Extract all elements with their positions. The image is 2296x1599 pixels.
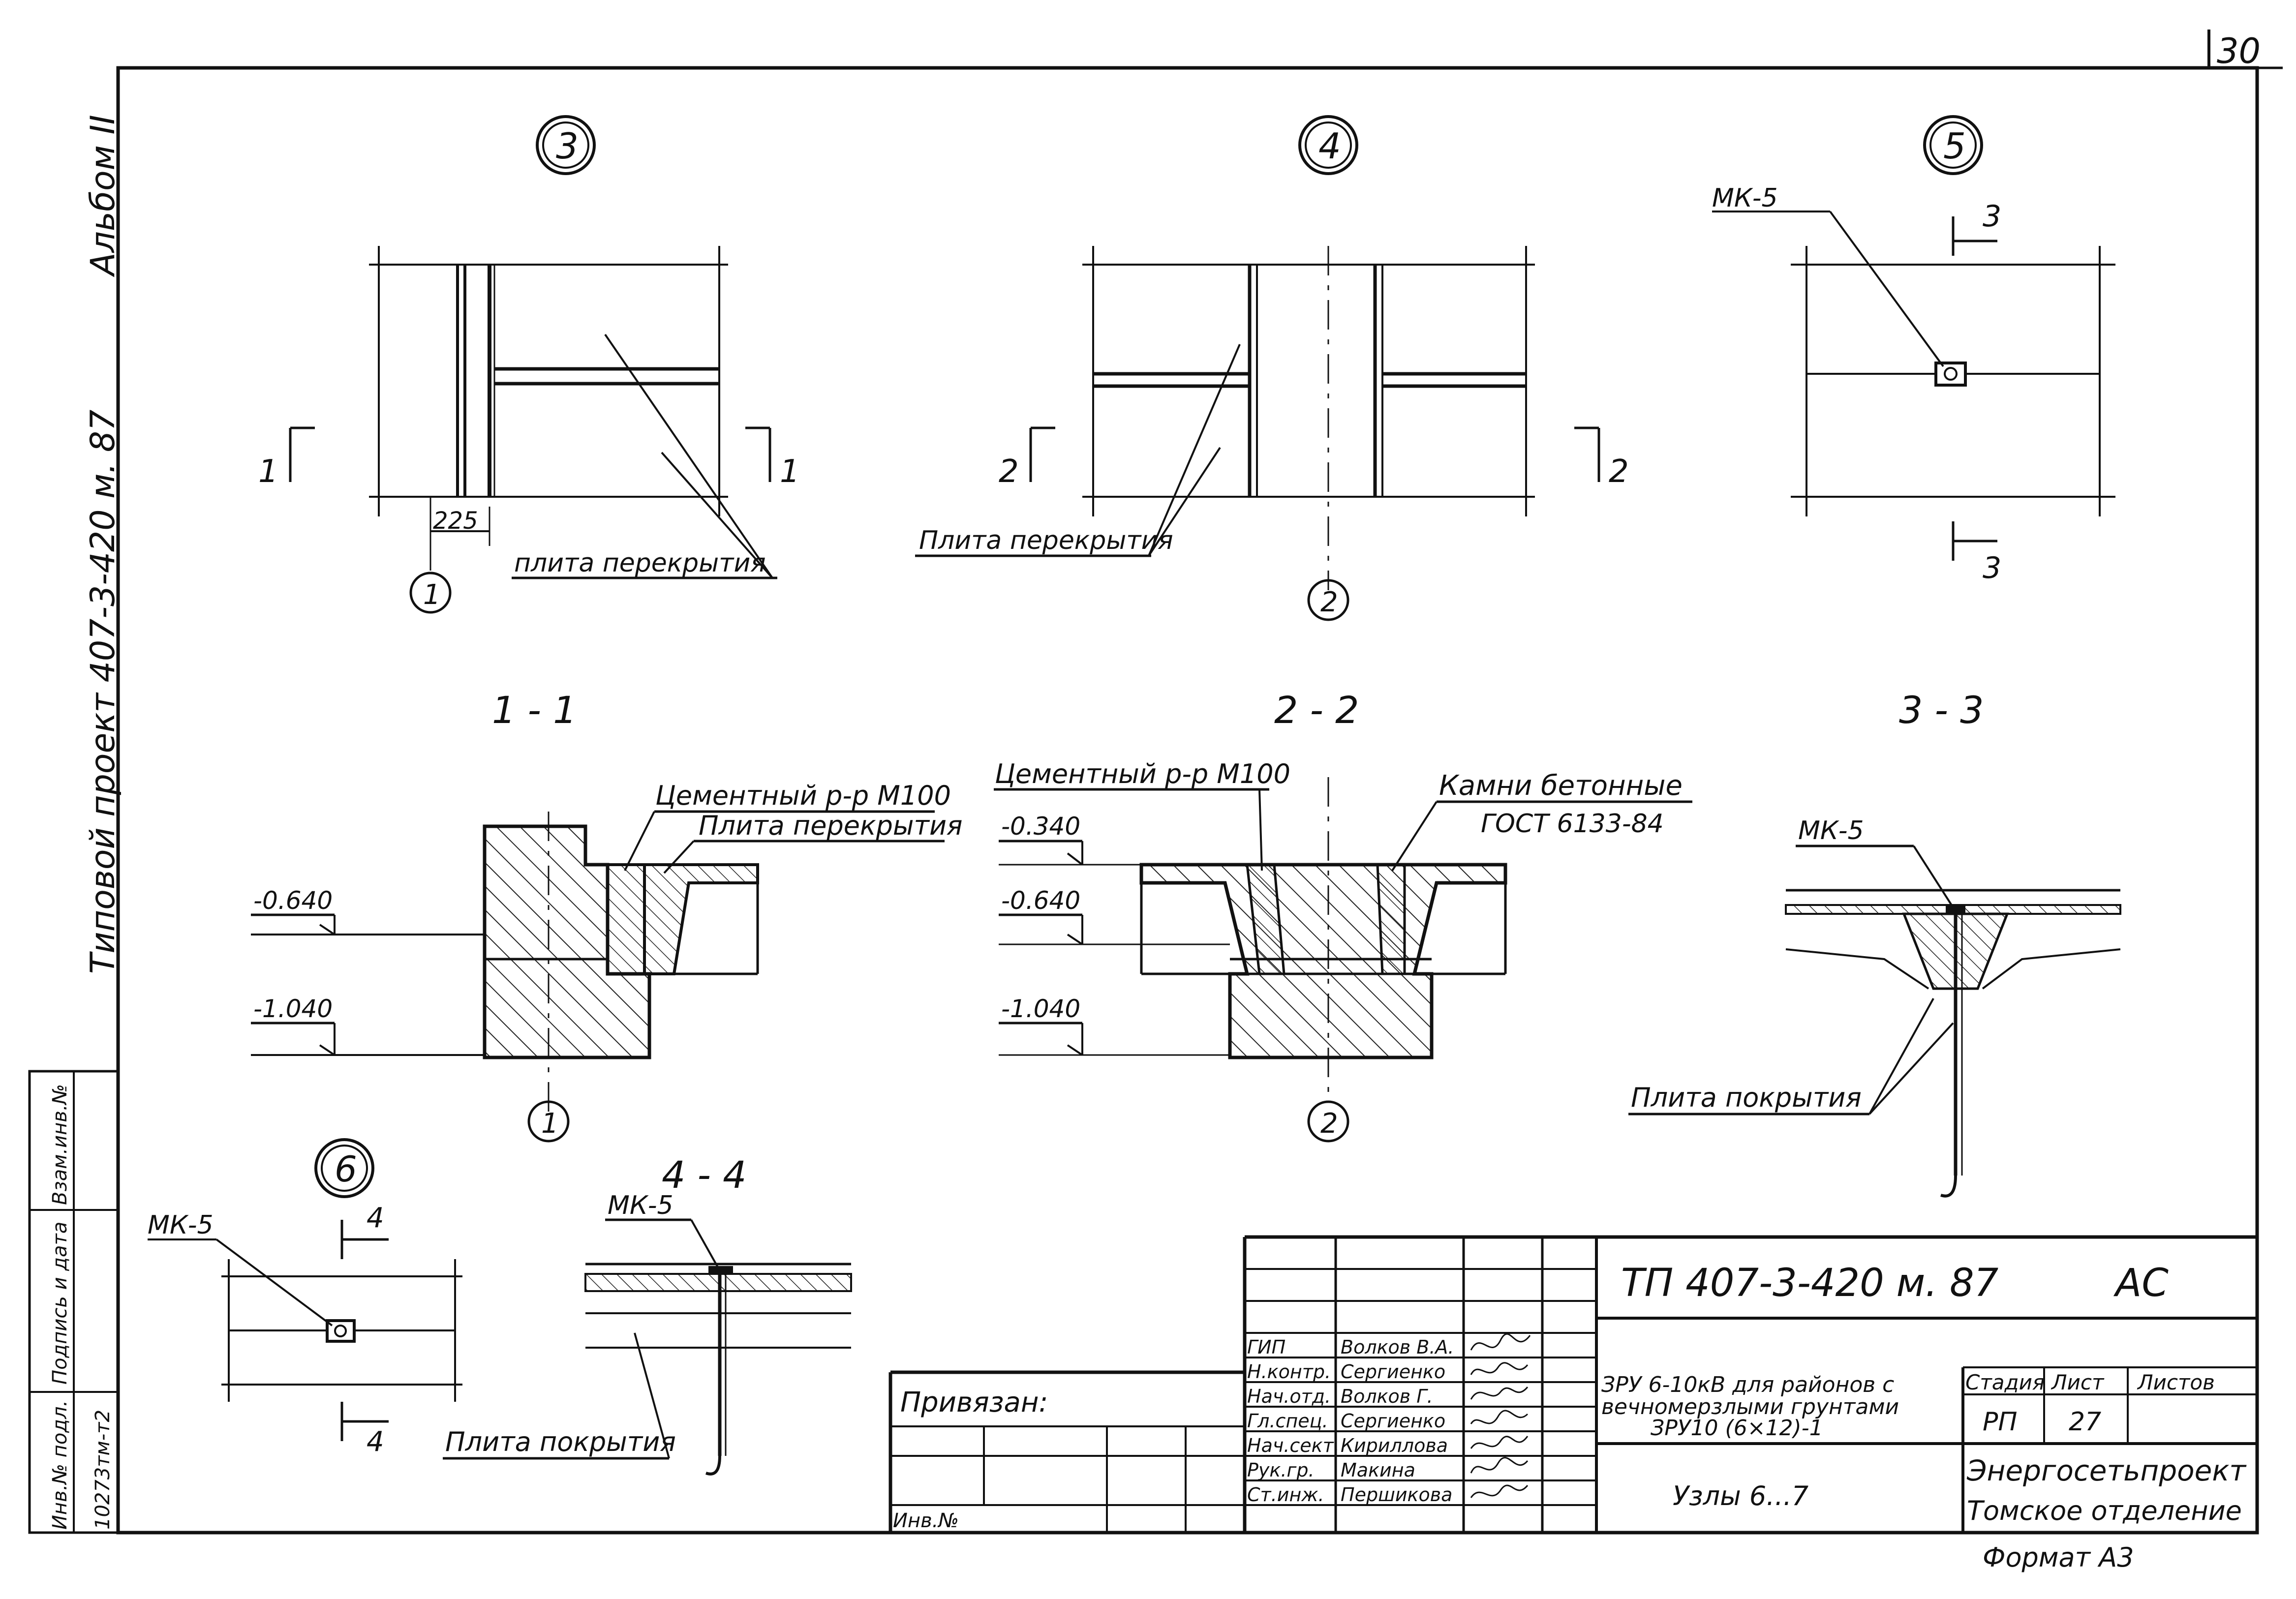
sheet-corner-number: 30 — [2217, 31, 2261, 71]
title-line-3: ЗРУ10 (6×12)-1 — [1651, 1416, 1823, 1441]
section-4-4-title: 4 - 4 — [662, 1153, 746, 1197]
cut-4-top: 4 — [367, 1202, 384, 1234]
axis-2-label-b: 2 — [1320, 1108, 1338, 1140]
section-1-1-lvl-1040: -1.040 — [253, 995, 333, 1023]
section-3-3: 3 - 3 МК-5 Плита покрытия — [1628, 688, 2121, 1198]
section-2-2-lvl-0640: -0.640 — [1001, 886, 1080, 915]
node-4-plan: 4 Плита перекрытия 2 2 2 — [915, 115, 1629, 621]
side-inv-podl-value: 10273тм-т2 — [92, 1410, 114, 1530]
node-5-label: 5 — [1943, 125, 1966, 167]
sheet-title: Узлы 6...7 — [1673, 1480, 1808, 1511]
sheets-header: Листов — [2137, 1370, 2215, 1394]
axis-1-label-b: 1 — [541, 1108, 559, 1140]
section-2-2-lvl-0340: -0.340 — [1001, 812, 1080, 841]
side-project-label: Типовой проект 407-3-420 м. 87 — [84, 410, 122, 974]
name-6: Першикова — [1341, 1484, 1452, 1506]
node-6-label: 6 — [335, 1148, 357, 1190]
cut-1-left: 1 — [258, 453, 278, 490]
inv-no-label: Инв.№ — [893, 1509, 959, 1532]
section-2-2-lvl-1040: -1.040 — [1001, 995, 1080, 1023]
section-2-2-cement: Цементный р-р М100 — [995, 758, 1290, 789]
side-margin: Типовой проект 407-3-420 м. 87 Альбом II… — [28, 115, 122, 1534]
section-2-2-title: 2 - 2 — [1274, 688, 1359, 732]
node-5-plan: 5 МК-5 3 3 — [1712, 115, 2115, 585]
role-4: Нач.сект. — [1247, 1435, 1340, 1456]
section-2-2-stones: Камни бетонные — [1439, 770, 1683, 802]
name-2: Волков Г. — [1341, 1386, 1433, 1407]
sheet-frame: 30 — [116, 30, 2283, 1535]
node-6-mk5-label: МК-5 — [148, 1210, 214, 1240]
node-3-label: 3 — [556, 125, 579, 167]
cut-3-top: 3 — [1983, 199, 2001, 234]
sheet-header: Лист — [2051, 1370, 2105, 1394]
section-4-4-plate-cover: Плита покрытия — [445, 1426, 676, 1457]
doc-code: ТП 407-3-420 м. 87 — [1621, 1261, 1998, 1305]
name-0: Волков В.А. — [1341, 1336, 1454, 1358]
cut-3-bottom: 3 — [1983, 551, 2001, 585]
section-1-1-plate: Плита перекрытия — [699, 810, 963, 841]
section-4-4: 4 - 4 МК-5 Плита покрытия — [443, 1153, 852, 1476]
section-1-1: 1 - 1 1 -0.640 -1.040 Цементный р-р М100… — [251, 688, 963, 1143]
node-6-plan: 6 МК-5 4 4 — [148, 1138, 462, 1458]
title-line-2: вечномерзлыми грунтами — [1601, 1394, 1899, 1419]
stage-value: РП — [1983, 1407, 2017, 1437]
dim-225: 225 — [433, 507, 478, 535]
stage-header: Стадия — [1965, 1370, 2045, 1394]
role-3: Гл.спец. — [1247, 1410, 1328, 1432]
org-line-1: Энергосетьпроект — [1966, 1454, 2247, 1487]
axis-1-label-a: 1 — [423, 579, 441, 611]
node-3-plate-label: плита перекрытия — [514, 548, 766, 578]
section-1-1-title: 1 - 1 — [492, 688, 577, 732]
cut-4-bottom: 4 — [367, 1426, 384, 1458]
section-3-3-title: 3 - 3 — [1899, 688, 1984, 732]
section-3-3-mk5: МК-5 — [1798, 816, 1864, 845]
privyazan-label: Привязан: — [900, 1387, 1048, 1418]
name-5: Макина — [1341, 1459, 1415, 1481]
side-album-label: Альбом II — [84, 115, 122, 277]
name-3: Сергиенко — [1341, 1410, 1445, 1432]
sheet-value: 27 — [2069, 1407, 2101, 1437]
cut-2-right: 2 — [1609, 453, 1629, 490]
title-block: Привязан: Инв.№ ТП 407-3-420 м. 87 АС ЗР… — [888, 1235, 2257, 1573]
node-4-label: 4 — [1318, 125, 1341, 167]
side-inv-podl: Инв.№ подл. — [49, 1400, 71, 1530]
name-1: Сергиенко — [1341, 1361, 1445, 1383]
doc-mark: АС — [2113, 1261, 2169, 1305]
section-3-3-plate-cover: Плита покрытия — [1631, 1082, 1862, 1113]
cut-2-left: 2 — [999, 453, 1019, 490]
section-2-2-gost: ГОСТ 6133-84 — [1481, 809, 1664, 839]
org-line-2: Томское отделение — [1967, 1495, 2242, 1526]
role-1: Н.контр. — [1247, 1361, 1331, 1383]
role-2: Нач.отд. — [1247, 1386, 1331, 1407]
name-4: Кириллова — [1341, 1435, 1448, 1456]
role-6: Ст.инж. — [1247, 1484, 1324, 1506]
format-label: Формат А3 — [1983, 1542, 2134, 1573]
signatures — [1470, 1333, 1531, 1498]
side-sign-date: Подпись и дата — [49, 1222, 71, 1385]
role-5: Рук.гр. — [1247, 1459, 1315, 1481]
node-4-plate-label: Плита перекрытия — [919, 526, 1173, 555]
section-4-4-mk5: МК-5 — [608, 1191, 673, 1220]
axis-2-label-a: 2 — [1320, 586, 1338, 618]
section-2-2: 2 - 2 2 -0.340 -0.640 -1.040 Цементный р… — [994, 688, 1692, 1143]
cut-1-right: 1 — [780, 453, 800, 490]
node-5-mk5-label: МК-5 — [1712, 183, 1778, 213]
section-1-1-cement: Цементный р-р М100 — [655, 780, 951, 811]
section-1-1-lvl-0640: -0.640 — [253, 886, 333, 915]
title-line-1: ЗРУ 6-10кВ для районов с — [1601, 1372, 1894, 1397]
role-0: ГИП — [1247, 1336, 1286, 1358]
side-vzam-inv: Взам.инв.№ — [49, 1084, 71, 1205]
node-3-plan: 3 плита перекрытия 225 1 1 1 — [258, 115, 800, 614]
